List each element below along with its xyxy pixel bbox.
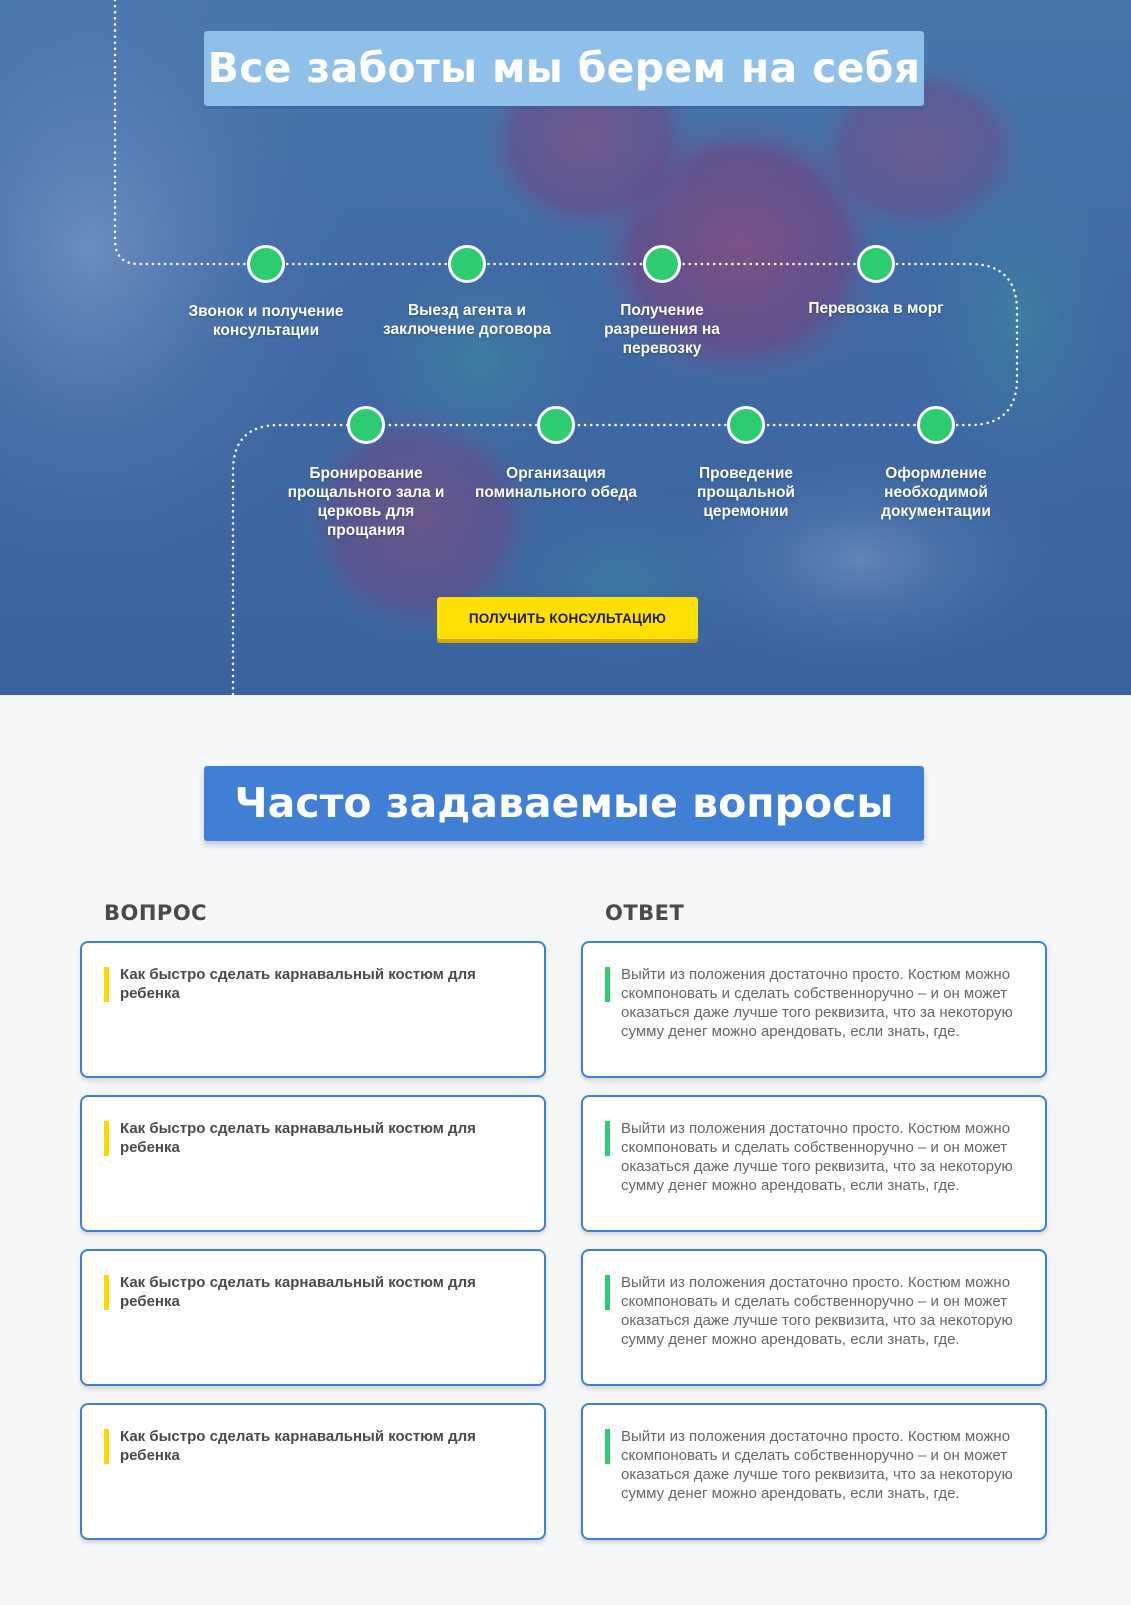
faq-answer-card: Выйти из положения достаточно просто. Ко… [581,1249,1047,1386]
faq-question-card: Как быстро сделать карнавальный костюм д… [80,941,546,1078]
faq-answer-card: Выйти из положения достаточно просто. Ко… [581,1095,1047,1232]
faq-answer-text: Выйти из положения достаточно просто. Ко… [621,1120,1013,1194]
answer-accent-bar [605,1275,610,1310]
process-section-title: Все заботы мы берем на себя [204,31,924,106]
step-label-3: Получение разрешения на перевозку [604,302,720,357]
step-label-4: Перевозка в морг [808,300,944,317]
step-marker-2 [448,245,486,283]
question-accent-bar [104,1275,109,1310]
step-marker-8 [917,406,955,444]
answer-accent-bar [605,1121,610,1156]
step-marker-7 [727,406,765,444]
step-marker-5 [347,406,385,444]
step-label-6: Организация поминального обеда [475,465,637,501]
question-accent-bar [104,1121,109,1156]
faq-question-card: Как быстро сделать карнавальный костюм д… [80,1095,546,1232]
faq-question-text: Как быстро сделать карнавальный костюм д… [120,1428,476,1464]
step-marker-3 [643,245,681,283]
step-label-1: Звонок и получение консультации [188,303,344,339]
hero-background-image [0,0,1131,670]
answer-column-header: ОТВЕТ [605,901,685,925]
step-label-7: Проведение прощальной церемонии [697,465,795,520]
faq-question-text: Как быстро сделать карнавальный костюм д… [120,1120,476,1156]
faq-question-text: Как быстро сделать карнавальный костюм д… [120,1274,476,1310]
question-accent-bar [104,1429,109,1464]
faq-question-card: Как быстро сделать карнавальный костюм д… [80,1403,546,1540]
step-label-2: Выезд агента и заключение договора [383,302,551,338]
answer-accent-bar [605,967,610,1002]
step-marker-6 [537,406,575,444]
process-section: Все заботы мы берем на себя Звонок и пол… [0,0,1131,695]
step-label-5: Бронирование прощального зала и церковь … [287,465,445,539]
faq-section-title: Часто задаваемые вопросы [204,766,924,841]
faq-question-text: Как быстро сделать карнавальный костюм д… [120,966,476,1002]
faq-answer-text: Выйти из положения достаточно просто. Ко… [621,1428,1013,1502]
step-label-8: Оформление необходимой документации [881,465,991,520]
faq-question-card: Как быстро сделать карнавальный костюм д… [80,1249,546,1386]
faq-answer-card: Выйти из положения достаточно просто. Ко… [581,941,1047,1078]
faq-answer-card: Выйти из положения достаточно просто. Ко… [581,1403,1047,1540]
faq-answer-text: Выйти из положения достаточно просто. Ко… [621,1274,1013,1348]
question-accent-bar [104,967,109,1002]
get-consultation-button[interactable]: ПОЛУЧИТЬ КОНСУЛЬТАЦИЮ [437,597,698,639]
step-marker-4 [857,245,895,283]
question-column-header: ВОПРОС [104,901,208,925]
step-marker-1 [247,245,285,283]
faq-answer-text: Выйти из положения достаточно просто. Ко… [621,966,1013,1040]
answer-accent-bar [605,1429,610,1464]
